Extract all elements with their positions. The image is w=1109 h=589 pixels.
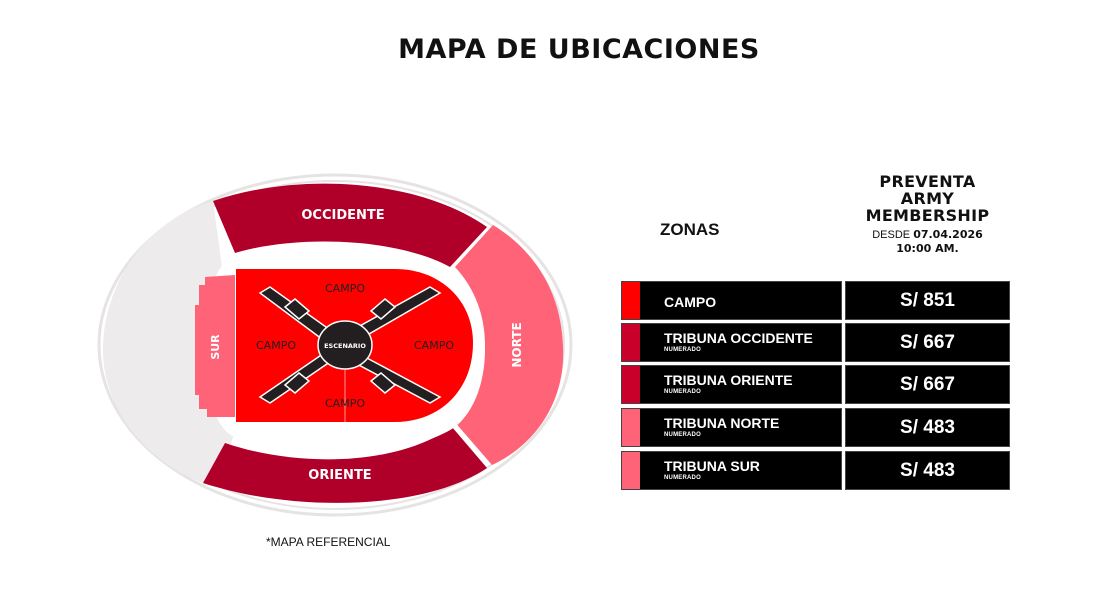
zone-name: TRIBUNA NORTE <box>664 415 780 431</box>
section-occidente[interactable] <box>213 183 487 267</box>
table-row: TRIBUNA ORIENTE NUMERADO S/ 667 <box>621 365 1010 404</box>
price-cell: S/ 483 <box>845 408 1010 447</box>
zone-cell: TRIBUNA SUR NUMERADO <box>621 451 842 490</box>
zone-cell: CAMPO <box>621 281 842 320</box>
desde-label: DESDE <box>872 229 911 241</box>
price-header: PREVENTA ARMY MEMBERSHIP DESDE 07.04.202… <box>845 173 1010 256</box>
table-row: CAMPO S/ 851 <box>621 281 1010 320</box>
zone-name: CAMPO <box>664 294 717 310</box>
zone-name: TRIBUNA SUR <box>664 458 760 474</box>
table-row: TRIBUNA SUR NUMERADO S/ 483 <box>621 451 1010 490</box>
zone-color-swatch <box>622 366 640 403</box>
section-oriente[interactable] <box>203 427 487 503</box>
zone-sub: NUMERADO <box>664 389 701 395</box>
map-footnote: *MAPA REFERENCIAL <box>266 535 391 549</box>
zone-sub: NUMERADO <box>664 432 701 438</box>
price-header-line3: MEMBERSHIP <box>865 206 990 225</box>
price-cell: S/ 667 <box>845 365 1010 404</box>
price-header-line2: ARMY <box>900 189 955 208</box>
zonas-header: ZONAS <box>660 220 720 239</box>
zone-color-swatch <box>622 409 640 446</box>
zone-color-swatch <box>622 282 640 319</box>
table-row: TRIBUNA NORTE NUMERADO S/ 483 <box>621 408 1010 447</box>
price-cell: S/ 483 <box>845 451 1010 490</box>
sur-label: SUR <box>209 334 222 360</box>
table-row: TRIBUNA OCCIDENTE NUMERADO S/ 667 <box>621 323 1010 362</box>
presale-date-value: 07.04.2026 <box>913 228 983 241</box>
zone-color-swatch <box>622 452 640 489</box>
zone-cell: TRIBUNA OCCIDENTE NUMERADO <box>621 323 842 362</box>
occidente-label: OCCIDENTE <box>301 208 384 223</box>
zone-cell: TRIBUNA ORIENTE NUMERADO <box>621 365 842 404</box>
zone-sub: NUMERADO <box>664 347 701 353</box>
price-cell: S/ 851 <box>845 281 1010 320</box>
section-norte[interactable] <box>453 225 564 465</box>
zone-color-swatch <box>622 324 640 361</box>
section-sur[interactable] <box>195 275 235 417</box>
page-title: MAPA DE UBICACIONES <box>398 34 760 65</box>
campo-label-right: CAMPO <box>414 339 454 352</box>
campo-label-bottom: CAMPO <box>325 397 365 410</box>
stadium-map: OCCIDENTE NORTE ORIENTE SUR ESCENARIO CA… <box>95 165 575 525</box>
zone-name: TRIBUNA ORIENTE <box>664 372 793 388</box>
norte-label: NORTE <box>510 322 524 367</box>
presale-time: 10:00 AM. <box>896 242 959 255</box>
oriente-label: ORIENTE <box>308 468 371 483</box>
presale-date: DESDE 07.04.2026 <box>845 228 1010 242</box>
campo-label-top: CAMPO <box>325 282 365 295</box>
campo-label-left: CAMPO <box>256 339 296 352</box>
price-header-line1: PREVENTA <box>879 172 976 191</box>
price-cell: S/ 667 <box>845 323 1010 362</box>
zone-sub: NUMERADO <box>664 475 701 481</box>
escenario-label: ESCENARIO <box>324 342 366 350</box>
zone-name: TRIBUNA OCCIDENTE <box>664 330 813 346</box>
zone-cell: TRIBUNA NORTE NUMERADO <box>621 408 842 447</box>
